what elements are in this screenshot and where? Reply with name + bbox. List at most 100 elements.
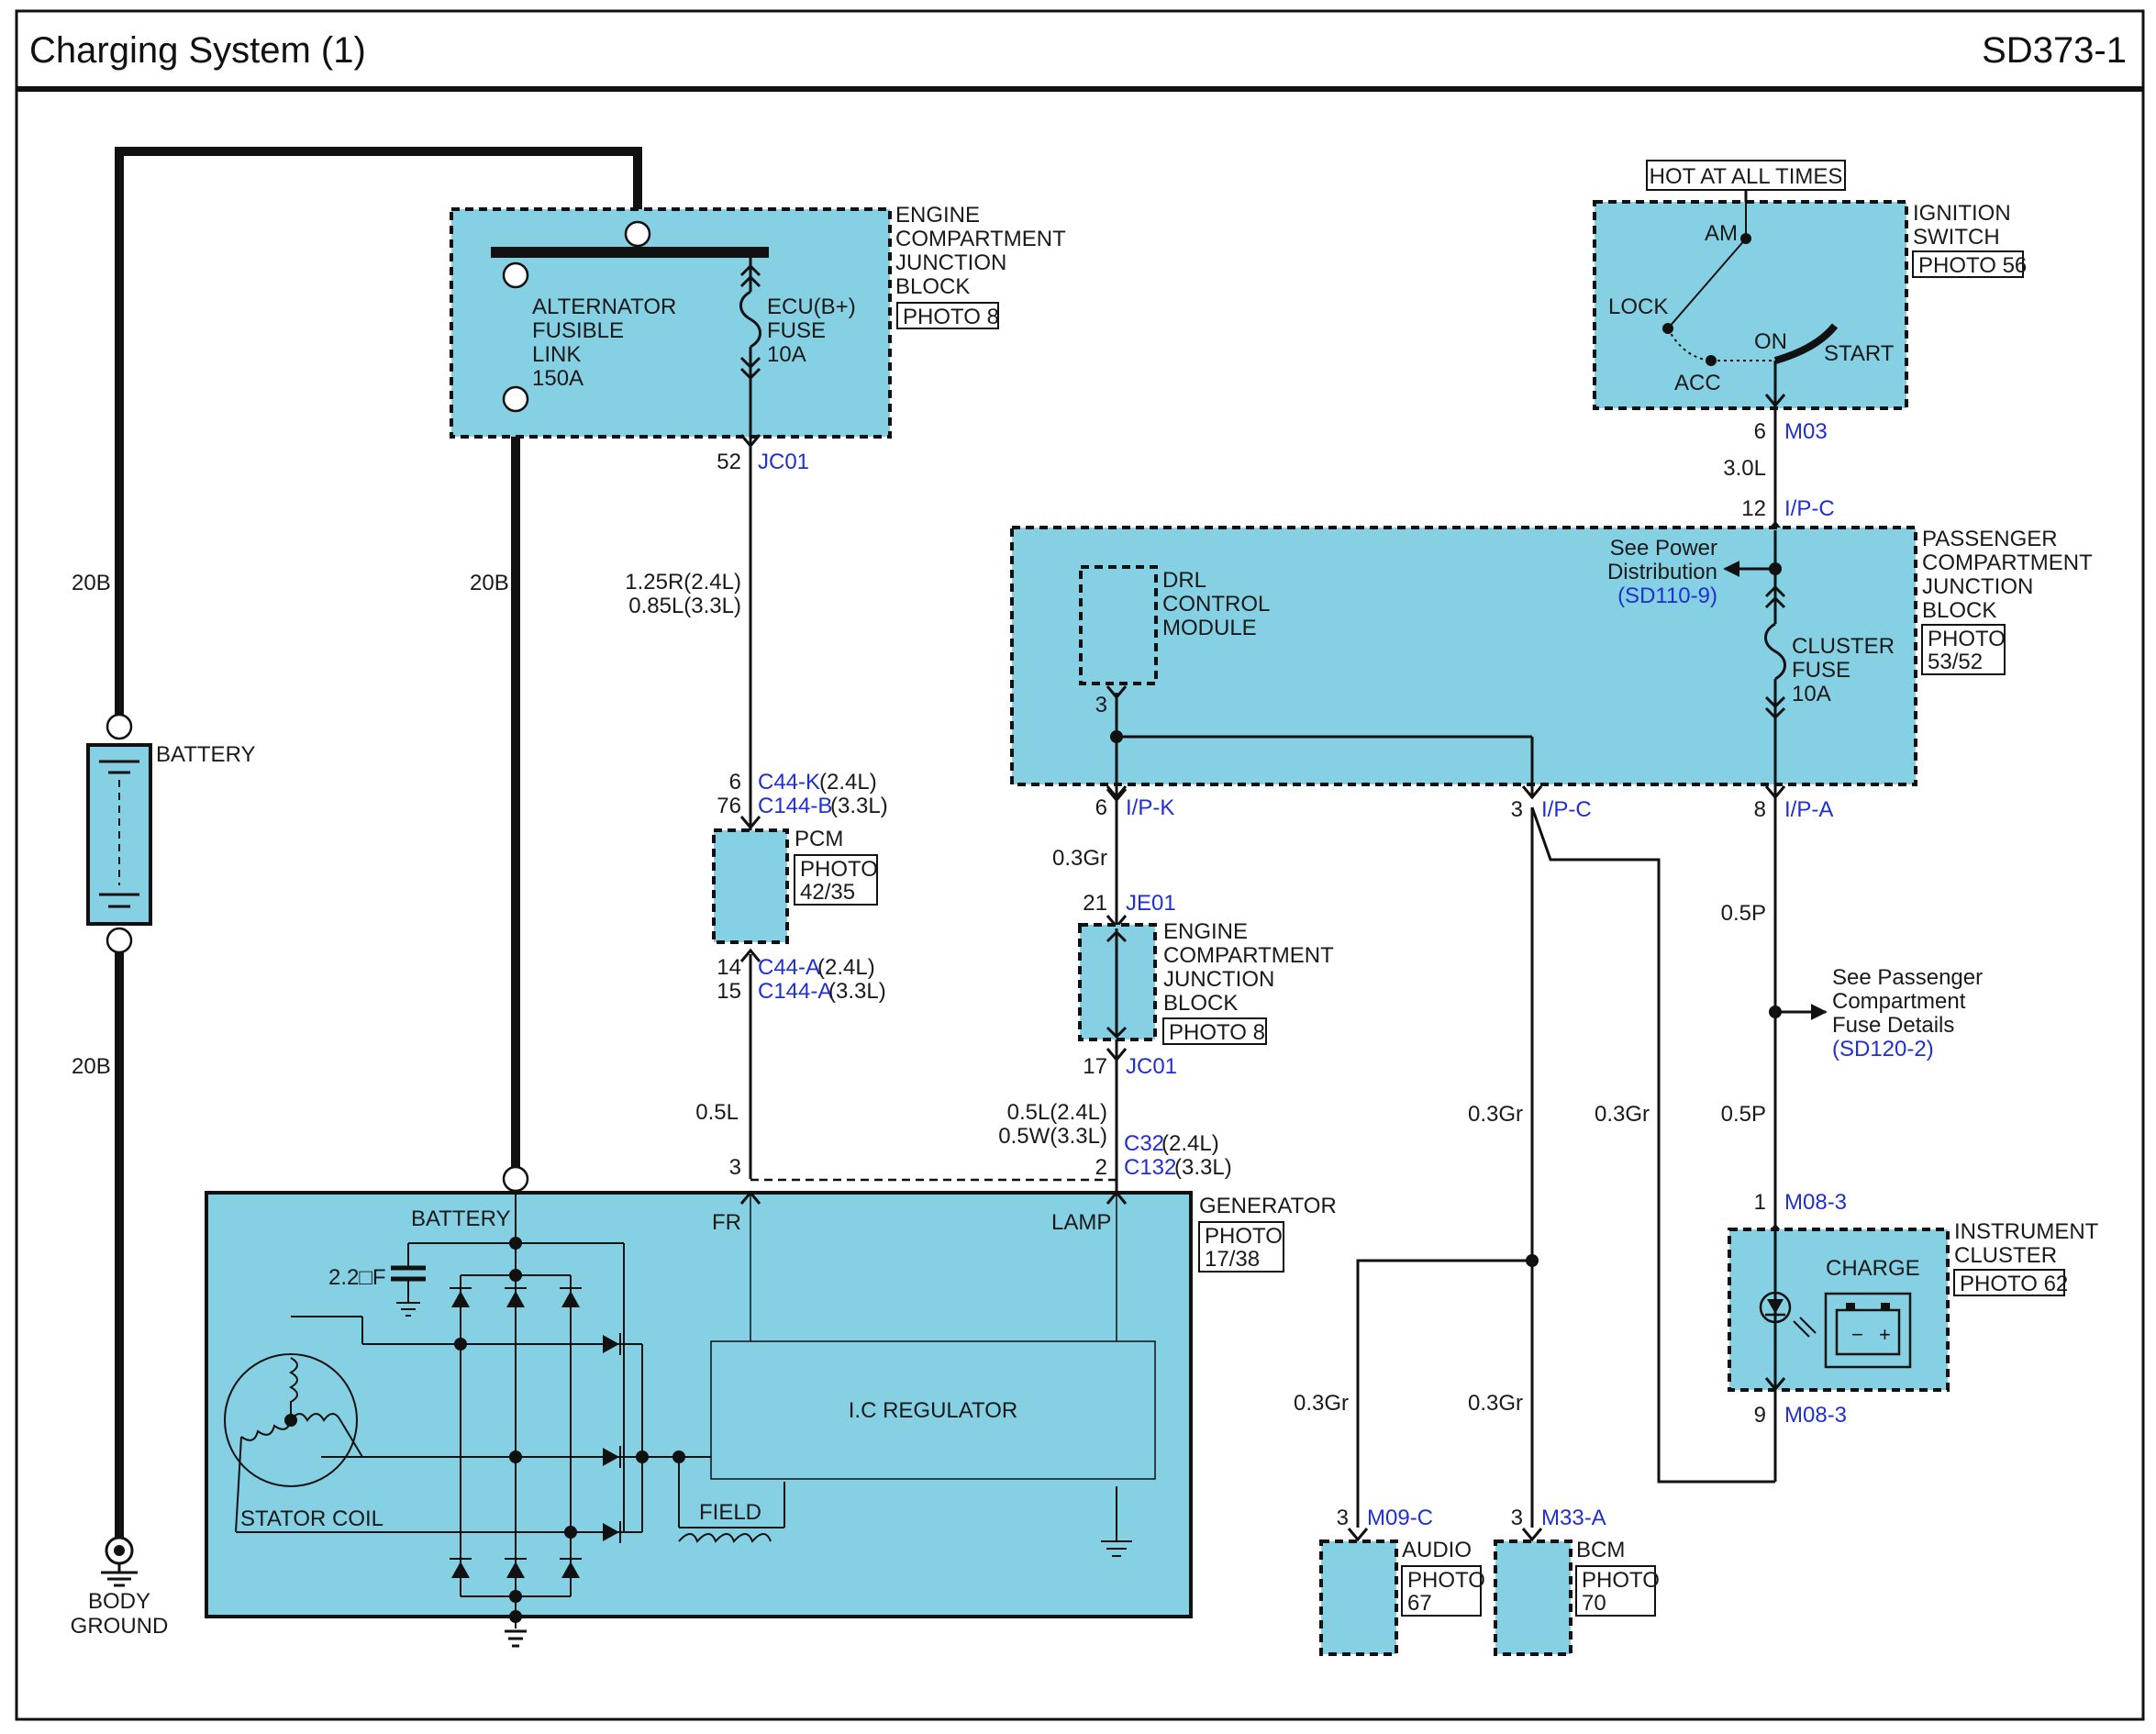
cluster-name: INSTRUMENT	[1954, 1219, 2099, 1244]
connector-id: C44-K	[758, 770, 820, 795]
ecjb-mid-name: BLOCK	[1163, 991, 1238, 1016]
see-pc-link[interactable]: (SD120-2)	[1832, 1037, 1934, 1062]
connector-id: I/P-C	[1784, 496, 1835, 521]
connector-id: C144-A	[758, 979, 832, 1004]
see-power-text[interactable]: See Power	[1610, 536, 1717, 561]
ecu-fuse-label: 10A	[767, 342, 806, 367]
pcjb-name: PASSENGER	[1922, 527, 2058, 551]
photo-ref-box	[1912, 250, 2024, 278]
photo-ref-box	[1921, 624, 2006, 675]
rectifier-diodes	[450, 1287, 621, 1578]
generator-fr-label: FR	[712, 1210, 741, 1235]
photo-ref: PHOTO	[800, 857, 878, 882]
pin-number: 3	[1511, 797, 1523, 822]
ignition-name: IGNITION	[1913, 201, 2011, 226]
connector-id: I/P-A	[1784, 797, 1833, 822]
pin-number: 3	[1337, 1506, 1349, 1530]
charge-lamp-icon	[1759, 1229, 1817, 1392]
photo-ref: PHOTO 8	[1169, 1020, 1265, 1045]
pcm-branch-wire	[739, 434, 761, 1179]
photo-ref-box	[794, 854, 878, 906]
battery-minus: −	[1851, 1323, 1863, 1346]
ecu-fuse-label: ECU(B+)	[767, 295, 856, 319]
connector-id: JC01	[1126, 1054, 1177, 1079]
see-pc-text[interactable]: Fuse Details	[1832, 1013, 1954, 1038]
wire-label: 0.3Gr	[1468, 1391, 1523, 1416]
ecjb-mid-name: COMPARTMENT	[1163, 943, 1334, 968]
see-pc-text[interactable]: See Passenger	[1832, 965, 1983, 990]
photo-ref-box	[1953, 1269, 2065, 1296]
wire-label: 20B	[470, 571, 509, 595]
fusible-link-label: 150A	[532, 366, 583, 391]
wire-label: 0.85L(3.3L)	[628, 594, 741, 618]
passenger-compartment-junction-block	[1010, 526, 1917, 786]
pin-number: 3	[1511, 1506, 1523, 1530]
ic-regulator-label: I.C REGULATOR	[849, 1398, 1017, 1423]
photo-ref: PHOTO 8	[903, 305, 999, 329]
jumper-icon	[1106, 928, 1128, 1039]
hot-at-all-times-box	[1646, 160, 1846, 191]
photo-ref: 67	[1407, 1591, 1432, 1616]
connector-id: M08-3	[1784, 1403, 1847, 1428]
photo-ref: PHOTO 56	[1918, 253, 2027, 278]
ecjb-top-name: COMPARTMENT	[895, 227, 1066, 251]
stator-coil-label: STATOR COIL	[240, 1506, 383, 1531]
ignition-output-wire	[1764, 394, 1786, 535]
fusible-link-label: ALTERNATOR	[532, 295, 676, 319]
photo-ref: PHOTO	[1205, 1224, 1283, 1249]
cluster-name: CLUSTER	[1954, 1243, 2057, 1268]
pcjb-name: BLOCK	[1922, 598, 1996, 623]
bcm-audio-wiring	[1347, 806, 1777, 1542]
pin-number: 9	[1754, 1403, 1766, 1428]
stator-coil-icon	[224, 1353, 450, 1533]
wire-label: 0.3Gr	[1294, 1391, 1349, 1416]
pin-number: 2	[1095, 1155, 1107, 1180]
busbar-terminal	[624, 220, 651, 248]
connector-id: M03	[1784, 419, 1828, 444]
cluster-fuse-label: CLUSTER	[1792, 634, 1895, 659]
battery-feed-wire	[115, 147, 642, 1546]
body-ground-label: BODY	[88, 1589, 150, 1614]
connector-id: M09-C	[1367, 1506, 1433, 1530]
connector-variant: (3.3L)	[1174, 1155, 1232, 1180]
ecjb-mid-name: JUNCTION	[1163, 967, 1274, 992]
ecjb-top-name: JUNCTION	[895, 250, 1006, 275]
ecjb-top-name: ENGINE	[895, 203, 980, 228]
drl-label: DRL	[1162, 568, 1206, 593]
cluster-fuse-label: FUSE	[1792, 658, 1850, 683]
drl-label: MODULE	[1162, 616, 1257, 640]
charge-label: CHARGE	[1826, 1256, 1920, 1281]
photo-ref-box	[1198, 1221, 1284, 1273]
ic-regulator	[710, 1340, 1156, 1480]
wire-label: 20B	[72, 1054, 111, 1079]
wire-label: 0.5L	[695, 1100, 739, 1125]
generator-label: GENERATOR	[1199, 1194, 1337, 1218]
connector-variant: (2.4L)	[817, 955, 875, 980]
ignition-switch-mechanism	[1662, 202, 1839, 408]
ignition-on: ON	[1754, 329, 1787, 354]
ecu-fuse-label: FUSE	[767, 318, 826, 343]
battery-label: BATTERY	[156, 742, 255, 767]
connector-id: C32	[1124, 1131, 1164, 1156]
cluster-feed-wire	[1764, 798, 1828, 1238]
see-power-link[interactable]: (SD110-9)	[1617, 584, 1717, 608]
connector-variant: (2.4L)	[819, 770, 877, 795]
connector-id: M08-3	[1784, 1190, 1847, 1215]
connector-id: I/P-C	[1541, 797, 1592, 822]
photo-ref: 70	[1582, 1591, 1606, 1616]
pin-number: 8	[1754, 797, 1766, 822]
bcm-module	[1494, 1539, 1573, 1656]
connector-id: C144-B	[758, 794, 832, 818]
wire-label: 0.3Gr	[1052, 846, 1107, 871]
ignition-acc: ACC	[1674, 371, 1721, 395]
ground-icon	[101, 1536, 138, 1587]
cluster-fuse-label: 10A	[1792, 682, 1831, 706]
wire-label: 0.5P	[1721, 901, 1766, 926]
connector-id: M33-A	[1541, 1506, 1606, 1530]
photo-ref-box	[1162, 1017, 1267, 1045]
pin-number: 3	[729, 1155, 741, 1180]
see-power-text[interactable]: Distribution	[1607, 560, 1717, 584]
wire-label: 0.5W(3.3L)	[998, 1124, 1107, 1149]
pcm-module	[712, 828, 789, 944]
see-pc-text[interactable]: Compartment	[1832, 989, 1966, 1014]
